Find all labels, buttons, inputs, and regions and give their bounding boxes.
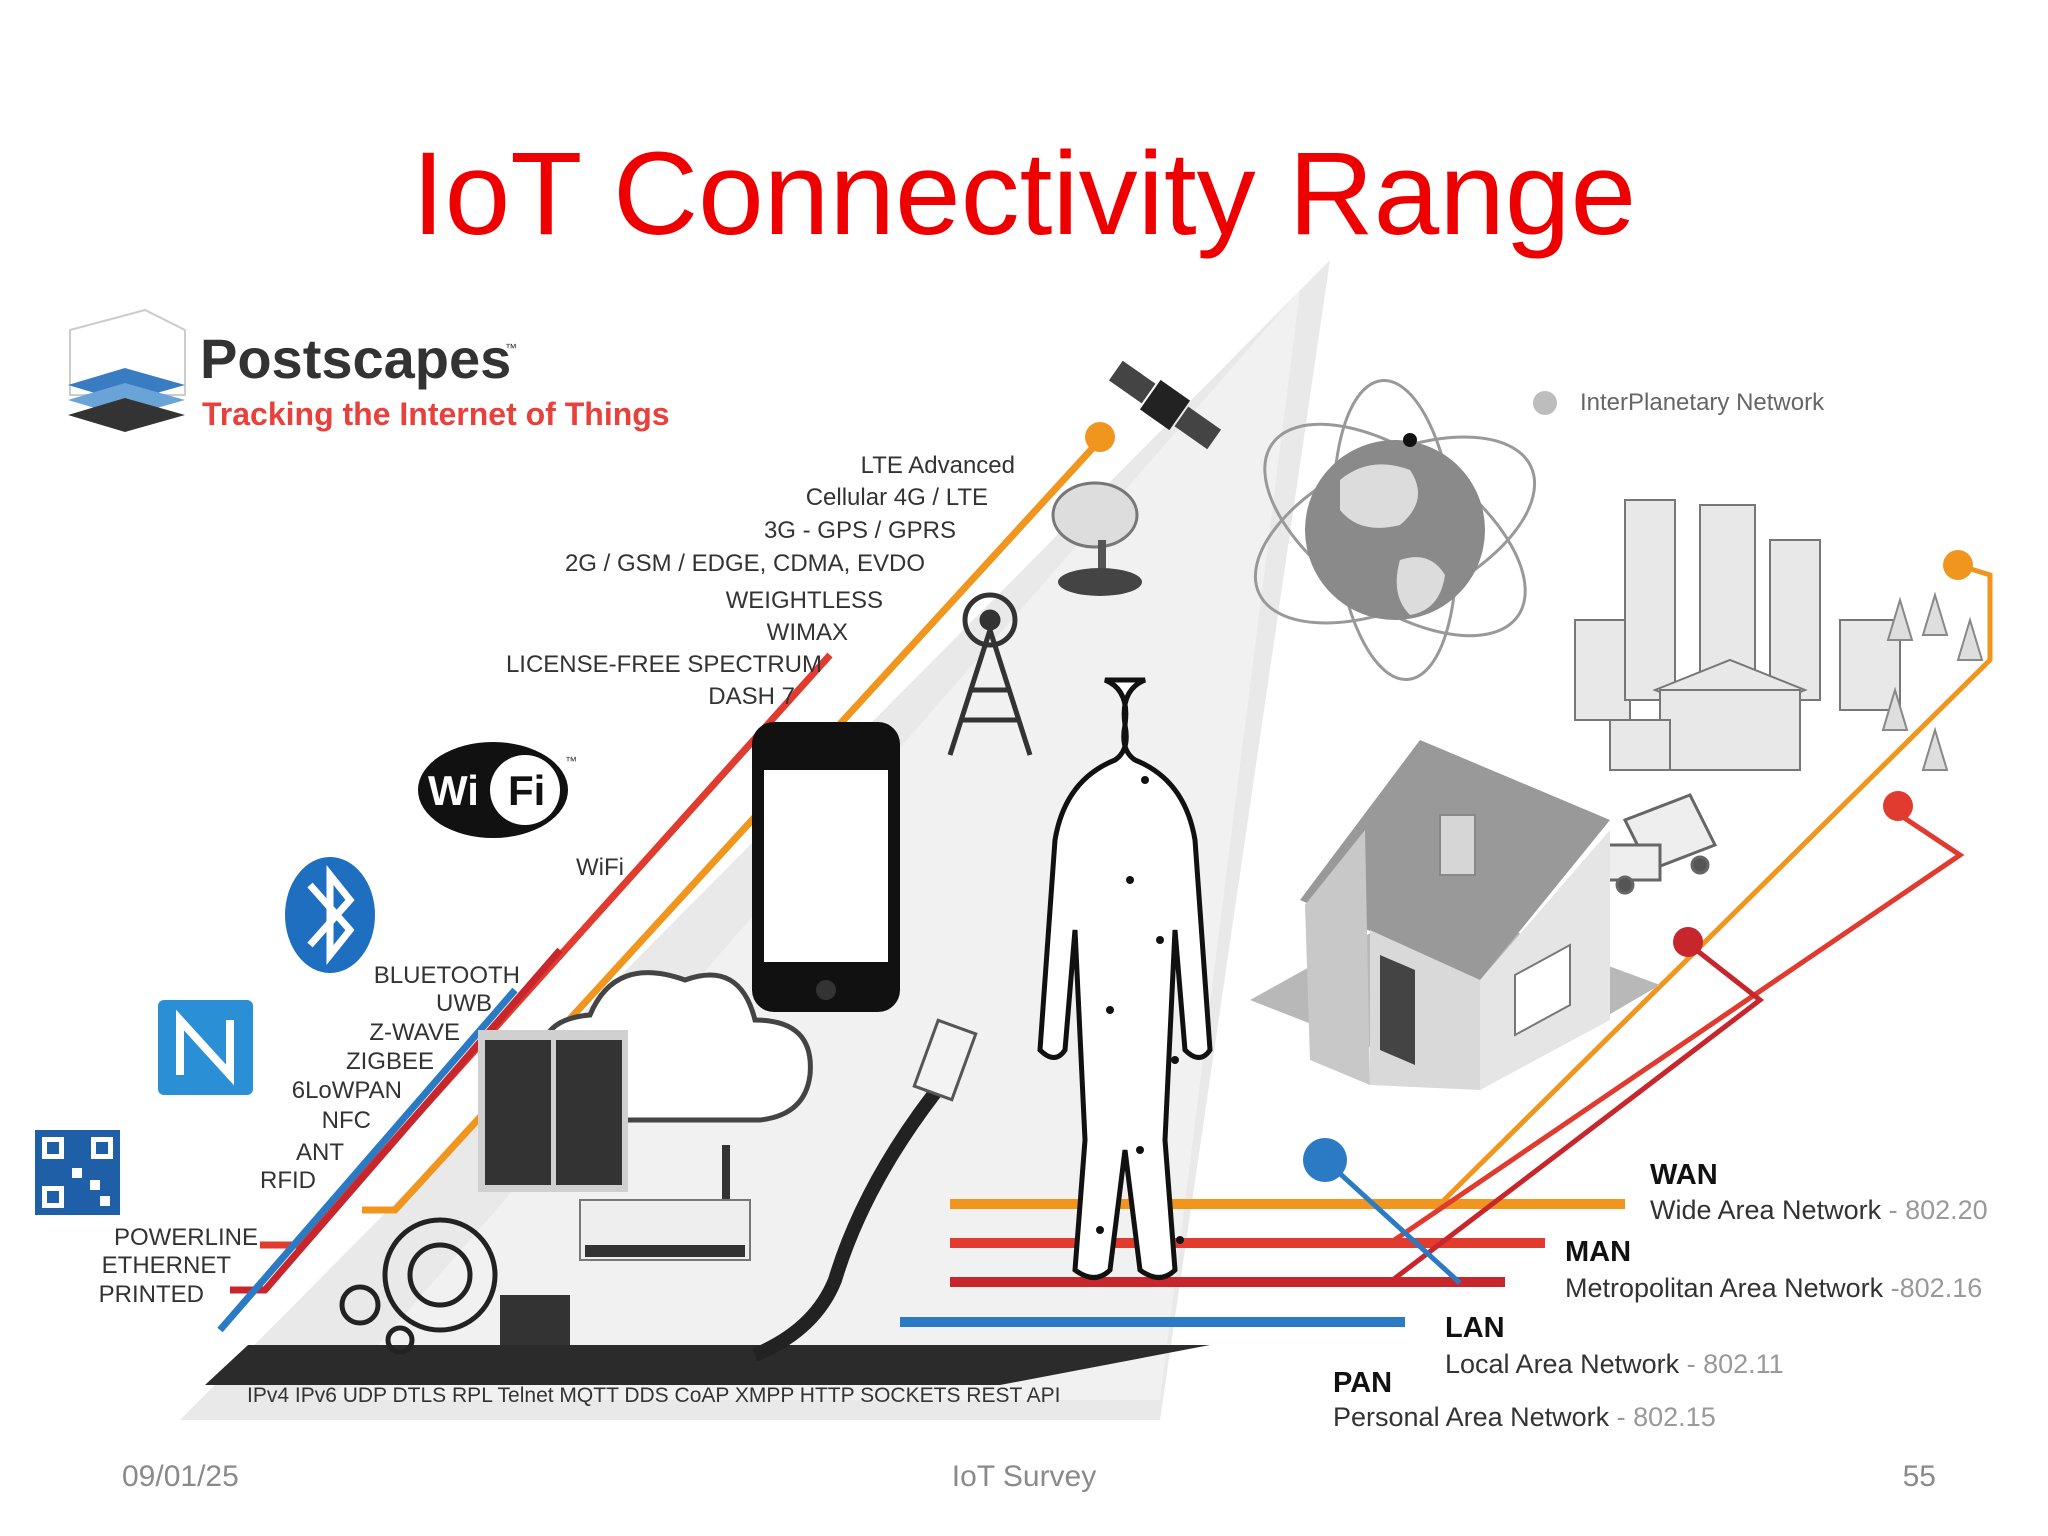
truck-icon <box>1603 793 1718 895</box>
server-rack-icon <box>478 1030 628 1192</box>
brand-tm: ™ <box>505 341 517 355</box>
protocols-list: IPv4 IPv6 UDP DTLS RPL Telnet MQTT DDS C… <box>247 1384 1060 1407</box>
house-icon <box>1250 740 1660 1090</box>
label-dash7: DASH 7 <box>708 683 795 710</box>
label-ant: ANT <box>296 1139 344 1166</box>
label-printed: PRINTED <box>99 1281 204 1308</box>
label-rfid: RFID <box>260 1167 316 1194</box>
satellite-icon <box>1108 360 1222 450</box>
label-bluetooth: BLUETOOTH <box>374 962 520 989</box>
person-silhouette-icon <box>1037 677 1213 1280</box>
label-wimax: WIMAX <box>767 619 848 646</box>
label-powerline: POWERLINE <box>114 1224 258 1251</box>
slide-title: IoT Connectivity Range <box>411 128 1637 260</box>
label-wifi: WiFi <box>576 854 624 881</box>
smartphone-icon <box>752 722 900 1012</box>
legend-wan-desc: Wide Area Network - 802.20 <box>1650 1195 1988 1225</box>
wan-range-dot <box>1085 422 1115 452</box>
label-6lowpan: 6LoWPAN <box>292 1077 402 1104</box>
wifi-logo: Wi Fi ™ <box>418 742 577 838</box>
brand-tagline: Tracking the Internet of Things <box>202 396 670 432</box>
legend-pan-name: PAN <box>1333 1367 1392 1399</box>
pan-connector <box>1323 1158 1462 1285</box>
cell-tower-icon <box>947 592 1033 756</box>
man-connector <box>1388 812 1965 1246</box>
pan-dot <box>1303 1138 1347 1182</box>
label-z-wave: Z-WAVE <box>369 1019 460 1046</box>
lan-range-line <box>230 947 563 1294</box>
legend-pan-desc: Personal Area Network - 802.15 <box>1333 1402 1716 1432</box>
footer-page-number: 55 <box>1902 1460 1936 1493</box>
label-zigbee: ZIGBEE <box>346 1048 434 1075</box>
satellite-dish-icon <box>1051 481 1142 596</box>
label-uwb: UWB <box>436 990 492 1017</box>
legend-lan-name: LAN <box>1445 1312 1505 1344</box>
label-3g-gps: 3G - GPS / GPRS <box>764 517 956 544</box>
rfid-chip-icon <box>500 1295 570 1345</box>
nfc-logo-icon <box>158 1000 253 1095</box>
label-lte-advanced: LTE Advanced <box>861 452 1015 479</box>
postscapes-logo-icon <box>68 308 186 432</box>
city-buildings-icon <box>1574 499 1901 771</box>
legend-man-name: MAN <box>1565 1236 1631 1268</box>
globe-icon <box>1253 378 1537 682</box>
trees-icon <box>1881 591 1984 771</box>
pan-range-line <box>217 987 518 1333</box>
bluetooth-logo-icon <box>285 857 375 973</box>
qr-code-icon <box>35 1130 120 1215</box>
legend-wan-name: WAN <box>1650 1159 1718 1191</box>
man-dot <box>1883 791 1913 821</box>
wifi-logo-wi: Wi <box>428 767 479 814</box>
label-weightless: WEIGHTLESS <box>726 587 883 614</box>
protocol-bar <box>205 1345 1210 1385</box>
label-ethernet: ETHERNET <box>102 1252 232 1279</box>
rfid-tags-icon <box>339 1217 498 1355</box>
interplanetary-label: InterPlanetary Network <box>1580 389 1825 416</box>
wan-range-line <box>362 437 1103 1214</box>
label-nfc: NFC <box>322 1107 371 1134</box>
wan-dot <box>1943 550 1973 580</box>
footer-date: 09/01/25 <box>122 1460 239 1493</box>
ethernet-connector-icon <box>912 1018 978 1102</box>
footer-title: IoT Survey <box>951 1460 1097 1493</box>
wan-connector <box>1438 562 1993 1206</box>
interplanetary-marker-icon <box>1533 391 1557 415</box>
lan-dot <box>1673 927 1703 957</box>
legend-lan-desc: Local Area Network - 802.11 <box>1445 1349 1784 1379</box>
router-icon <box>579 1145 751 1261</box>
legend-man-desc: Metropolitan Area Network -802.16 <box>1565 1273 1982 1303</box>
wifi-logo-tm: ™ <box>565 754 577 768</box>
lan-connector <box>1388 943 1765 1284</box>
label-2g-gsm: 2G / GSM / EDGE, CDMA, EVDO <box>565 550 925 577</box>
label-license-free-spectrum: LICENSE-FREE SPECTRUM <box>506 651 822 678</box>
brand-name: Postscapes <box>200 327 511 390</box>
wifi-logo-fi: Fi <box>508 767 545 814</box>
ethernet-cable-icon <box>752 1075 951 1362</box>
label-cellular-4g: Cellular 4G / LTE <box>806 484 988 511</box>
